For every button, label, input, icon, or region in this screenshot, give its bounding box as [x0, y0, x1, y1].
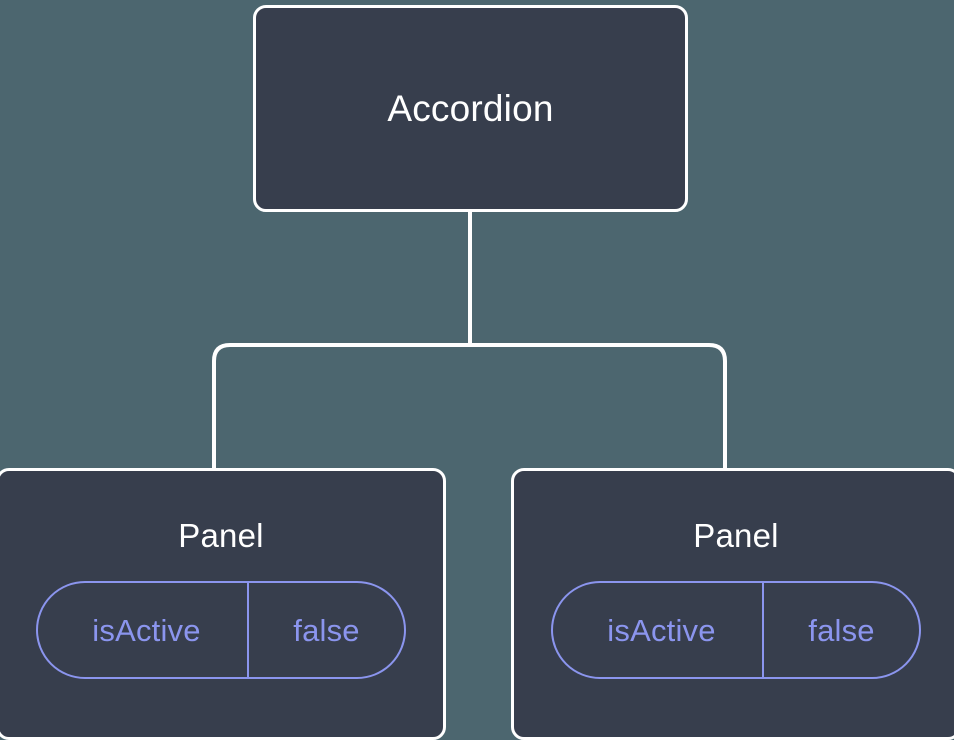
- node-panel-label: Panel: [693, 517, 779, 554]
- prop-key: isActive: [92, 612, 201, 648]
- node-accordion-label: Accordion: [387, 88, 554, 129]
- node-accordion[interactable]: Accordion: [253, 5, 688, 212]
- prop-pill-isactive[interactable]: isActive false: [551, 581, 921, 679]
- connector-branch-left: [212, 343, 470, 470]
- prop-value: false: [293, 612, 360, 648]
- prop-key: isActive: [607, 612, 716, 648]
- prop-value: false: [808, 612, 875, 648]
- connector-branch-right: [470, 343, 727, 470]
- node-panel-label: Panel: [178, 517, 264, 554]
- prop-pill-isactive[interactable]: isActive false: [36, 581, 406, 679]
- node-panel[interactable]: Panel isActive false: [0, 468, 446, 740]
- prop-divider: [247, 583, 249, 677]
- prop-divider: [762, 583, 764, 677]
- node-panel[interactable]: Panel isActive false: [511, 468, 954, 740]
